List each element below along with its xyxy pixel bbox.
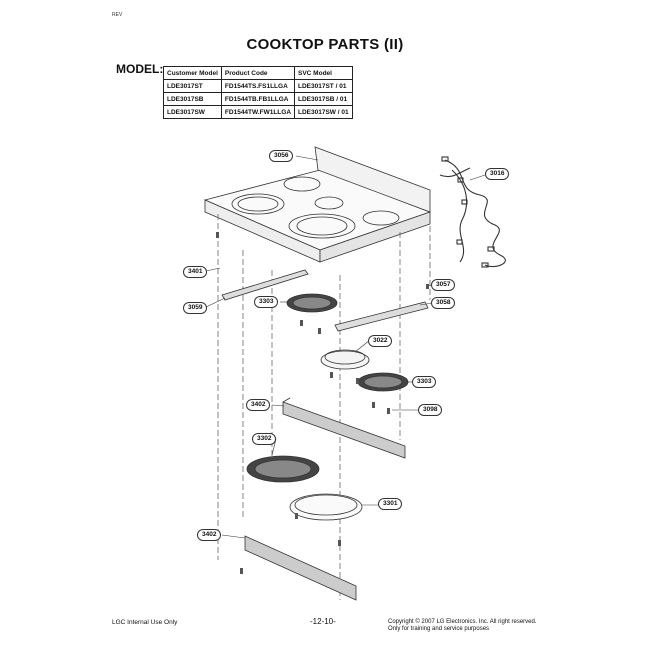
table-cell: LDE3017SW / 01	[294, 105, 353, 119]
callout-3098: 3098	[418, 404, 443, 416]
callout-3402-upper: 3402	[246, 399, 271, 411]
callout-3057: 3057	[431, 279, 456, 291]
callout-3056: 3056	[269, 150, 294, 162]
element-bracket-3402-upper	[282, 397, 406, 459]
table-row: LDE3017ST FD1544TS.FS1LLGA LDE3017ST / 0…	[163, 79, 353, 93]
callout-3058: 3058	[431, 297, 456, 309]
copyright-line: Copyright © 2007 LG Electronics. Inc. Al…	[388, 619, 537, 625]
heating-element-3022	[320, 349, 370, 370]
page-number: -12-10-	[310, 617, 336, 626]
revision-mark: REV	[112, 12, 123, 18]
callout-3401: 3401	[183, 266, 208, 278]
page-title: COOKTOP PARTS (II)	[246, 36, 404, 53]
table-cell: FD1544TW.FW1LLGA	[220, 105, 296, 119]
model-table: Customer Model Product Code SVC Model LD…	[163, 66, 353, 119]
fastener-clips	[216, 232, 429, 574]
callout-3303-upper: 3303	[254, 296, 279, 308]
heating-element-3303-right	[357, 372, 409, 392]
callout-3022: 3022	[368, 335, 393, 347]
cooktop-glass-panel	[203, 146, 432, 263]
table-cell: LDE3017SW	[163, 105, 222, 119]
heating-element-3301	[289, 493, 363, 521]
callout-3059: 3059	[183, 302, 208, 314]
side-bracket-3058	[334, 301, 429, 332]
callout-3302: 3302	[252, 433, 277, 445]
guide-lines	[217, 214, 431, 600]
table-row: LDE3017SW FD1544TW.FW1LLGA LDE3017SW / 0…	[163, 105, 353, 119]
callout-3303-right: 3303	[412, 376, 437, 388]
copyright-line: Only for training and service purposes	[388, 626, 490, 632]
footer-copyright: Copyright © 2007 LG Electronics. Inc. Al…	[388, 619, 537, 633]
callout-3016: 3016	[485, 168, 510, 180]
heating-element-3303-upper	[286, 293, 338, 313]
model-label: MODEL:	[116, 62, 164, 76]
element-bracket-3402-lower	[244, 535, 357, 601]
callout-3301: 3301	[378, 498, 403, 510]
callout-3402-lower: 3402	[197, 529, 222, 541]
footer-internal-use: LGC Internal Use Only	[112, 619, 178, 626]
wire-harness	[439, 156, 506, 268]
heating-element-3302	[246, 455, 320, 483]
